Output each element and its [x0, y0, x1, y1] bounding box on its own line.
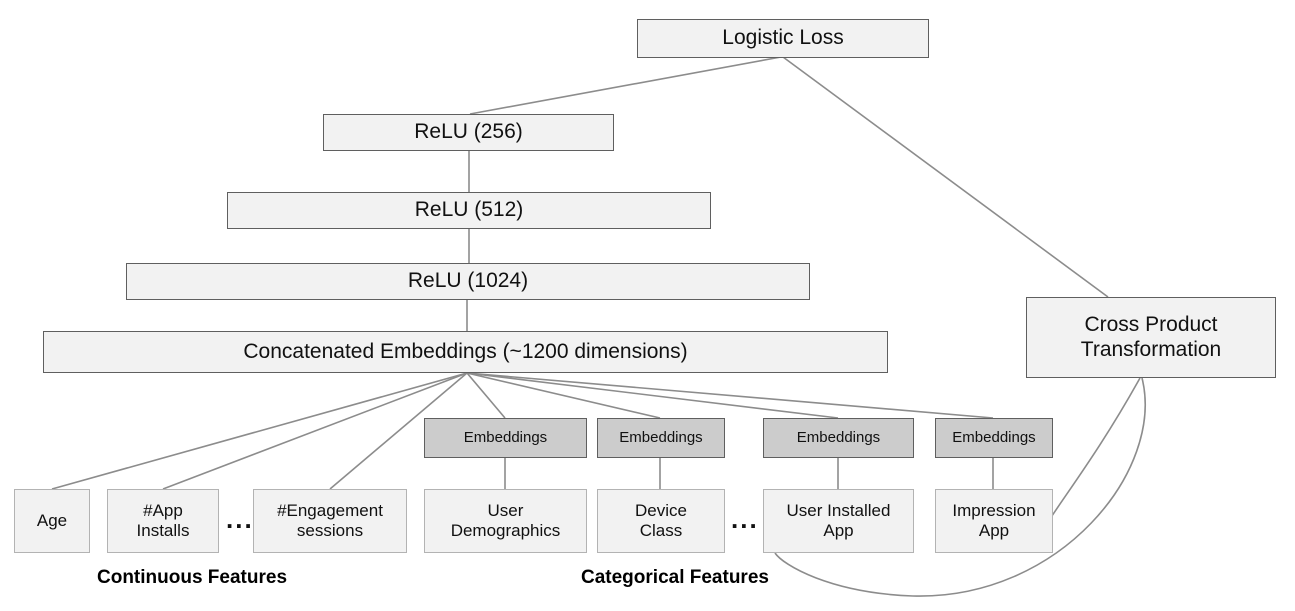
- node-feature-engagement-sessions-label: #Engagement sessions: [277, 500, 383, 540]
- node-logistic-loss[interactable]: Logistic Loss: [637, 19, 929, 58]
- edge-concat-to-embedding-1: [466, 372, 506, 419]
- node-embedding-4-label: Embeddings: [952, 429, 1036, 447]
- node-feature-engagement-sessions[interactable]: #Engagement sessions: [253, 489, 407, 553]
- node-relu-256-label: ReLU (256): [414, 120, 523, 144]
- edge-loss-to-relu256: [469, 56, 782, 115]
- node-relu-512[interactable]: ReLU (512): [227, 192, 711, 229]
- ellipsis-continuous-features: ...: [226, 504, 254, 534]
- edge-loss-to-cross-product: [782, 56, 1109, 298]
- edge-concat-to-embedding-2: [466, 372, 661, 419]
- edge-concat-to-embedding-3: [466, 372, 839, 419]
- node-embedding-4[interactable]: Embeddings: [935, 418, 1053, 458]
- group-label-categorical-features: Categorical Features: [581, 567, 769, 588]
- edge-cross-product-to-impression-app: [1045, 377, 1141, 526]
- node-relu-512-label: ReLU (512): [414, 198, 524, 222]
- node-concatenated-embeddings-label: Concatenated Embeddings (~1200 dimension…: [243, 339, 688, 363]
- ellipsis-categorical-features: ...: [731, 504, 759, 534]
- node-feature-age-label: Age: [36, 510, 68, 530]
- edge-cross-product-to-user-installed-app: [774, 377, 1146, 597]
- group-label-continuous-features: Continuous Features: [97, 567, 288, 588]
- node-cross-product-transformation-label: Cross Product Transformation: [1080, 312, 1222, 361]
- node-embedding-1-label: Embeddings: [463, 429, 548, 447]
- node-logistic-loss-label: Logistic Loss: [722, 26, 844, 50]
- edge-concat-to-age: [51, 372, 468, 490]
- node-embedding-2[interactable]: Embeddings: [597, 418, 725, 458]
- node-relu-256[interactable]: ReLU (256): [323, 114, 614, 151]
- node-feature-impression-app[interactable]: Impression App: [935, 489, 1053, 553]
- node-feature-user-installed-app-label: User Installed App: [786, 500, 891, 540]
- edge-concat-to-app-installs: [162, 372, 468, 490]
- node-feature-user-demographics[interactable]: User Demographics: [424, 489, 587, 553]
- node-embedding-2-label: Embeddings: [619, 429, 703, 447]
- node-feature-impression-app-label: Impression App: [952, 500, 1036, 540]
- node-feature-app-installs-label: #App Installs: [136, 500, 190, 540]
- node-relu-1024-label: ReLU (1024): [407, 269, 529, 293]
- edge-concat-to-embedding-4: [466, 372, 994, 419]
- node-embedding-1[interactable]: Embeddings: [424, 418, 587, 458]
- node-feature-user-installed-app[interactable]: User Installed App: [763, 489, 914, 553]
- node-concatenated-embeddings[interactable]: Concatenated Embeddings (~1200 dimension…: [43, 331, 888, 373]
- node-feature-user-demographics-label: User Demographics: [450, 500, 561, 540]
- node-feature-device-class-label: Device Class: [635, 500, 687, 540]
- node-relu-1024[interactable]: ReLU (1024): [126, 263, 810, 300]
- node-feature-app-installs[interactable]: #App Installs: [107, 489, 219, 553]
- node-embedding-3-label: Embeddings: [796, 429, 881, 447]
- node-feature-device-class[interactable]: Device Class: [597, 489, 725, 553]
- node-cross-product-transformation[interactable]: Cross Product Transformation: [1026, 297, 1276, 378]
- node-embedding-3[interactable]: Embeddings: [763, 418, 914, 458]
- node-feature-age[interactable]: Age: [14, 489, 90, 553]
